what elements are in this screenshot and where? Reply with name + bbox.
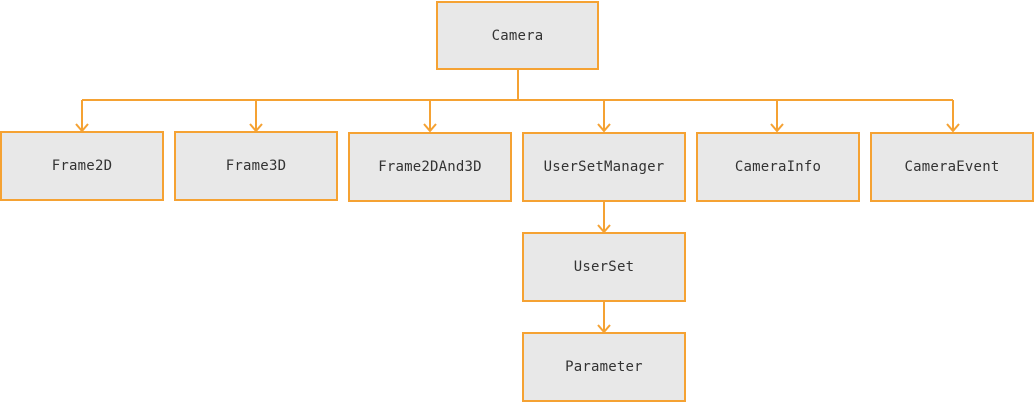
- arrowhead-camerainfo: [770, 123, 784, 133]
- node-parameter-label: Parameter: [565, 359, 643, 375]
- node-frame2d: Frame2D: [0, 131, 164, 201]
- node-usersetmanager: UserSetManager: [522, 132, 686, 202]
- node-camera-label: Camera: [491, 27, 544, 44]
- arrowhead-cameraevent: [946, 123, 960, 133]
- node-camerainfo: CameraInfo: [696, 132, 860, 202]
- node-camera: Camera: [436, 1, 599, 70]
- node-camerainfo-label: CameraInfo: [734, 159, 822, 175]
- node-frame3d: Frame3D: [174, 131, 338, 201]
- node-cameraevent-label: CameraEvent: [904, 159, 1000, 175]
- node-frame2dand3d-label: Frame2DAnd3D: [378, 159, 482, 175]
- node-frame3d-label: Frame3D: [225, 158, 287, 174]
- node-usersetmanager-label: UserSetManager: [543, 159, 665, 175]
- node-cameraevent: CameraEvent: [870, 132, 1034, 202]
- node-frame2d-label: Frame2D: [51, 158, 113, 174]
- arrowhead-frame2dand3d: [423, 123, 437, 133]
- node-userset-label: UserSet: [573, 259, 635, 275]
- node-userset: UserSet: [522, 232, 686, 302]
- node-frame2dand3d: Frame2DAnd3D: [348, 132, 512, 202]
- node-parameter: Parameter: [522, 332, 686, 402]
- arrowhead-usersetmanager: [597, 123, 611, 133]
